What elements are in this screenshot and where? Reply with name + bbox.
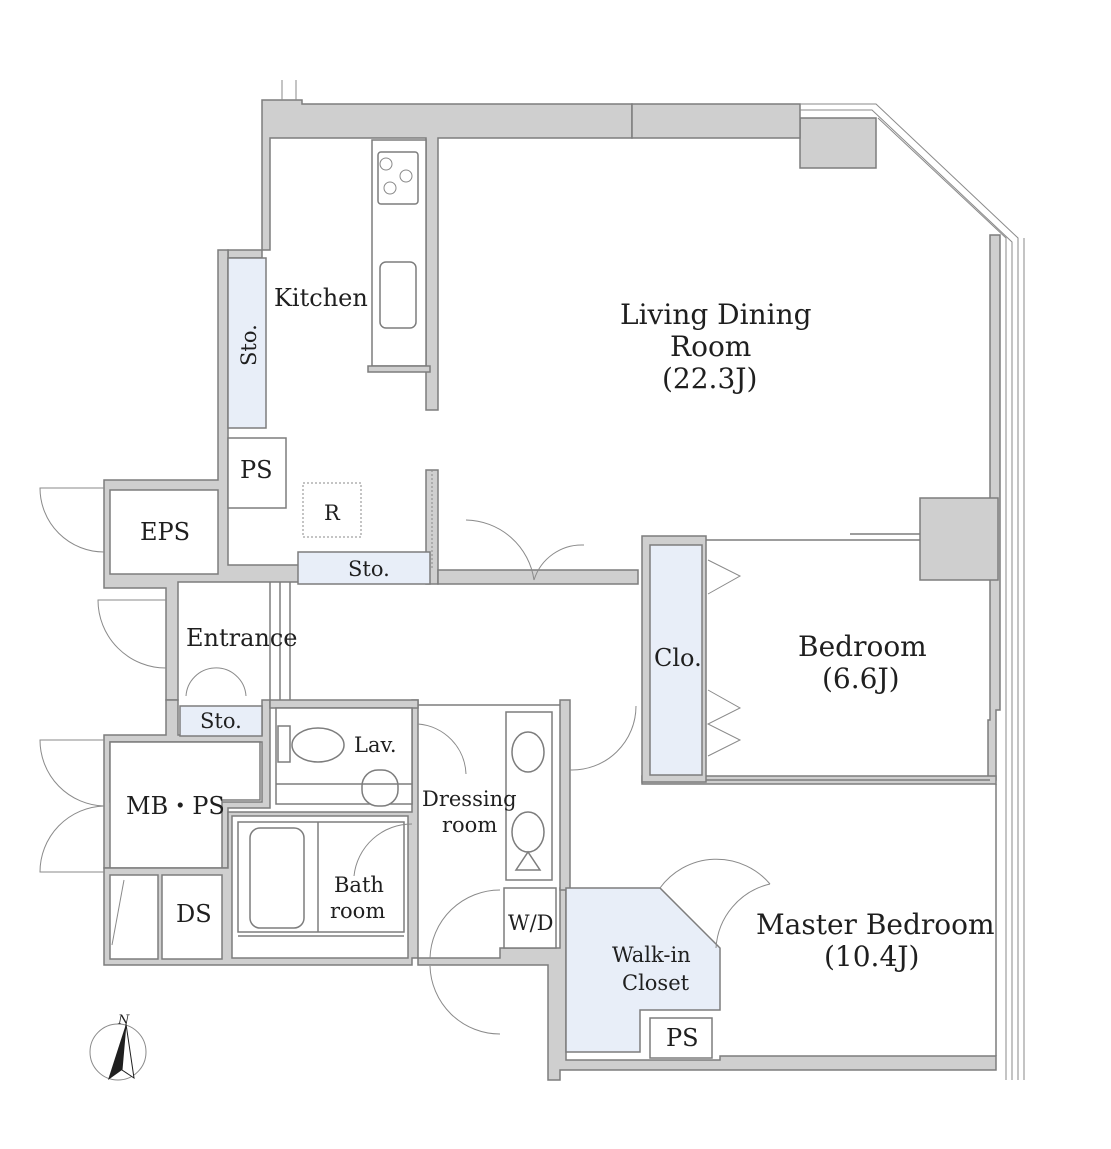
bath-label: Bath <box>334 873 384 897</box>
partitions <box>269 533 997 1056</box>
refrigerator-label: R <box>324 501 341 525</box>
master-bedroom-label: Master Bedroom <box>756 908 995 941</box>
room-labels: Kitchen Sto. PS EPS R Sto. Living Dining… <box>126 284 995 1052</box>
exterior-lines <box>281 80 1025 1080</box>
eps-label: EPS <box>140 518 190 546</box>
kitchen-storage-label: Sto. <box>237 324 261 366</box>
master-size-label: (10.4J) <box>824 940 919 973</box>
entrance-storage-label: Sto. <box>200 709 242 733</box>
storage-areas <box>179 257 721 1059</box>
fixtures <box>111 470 557 949</box>
living-room-label: Room <box>670 330 751 363</box>
closet-label: Clo. <box>654 644 702 672</box>
walk-in-label: Walk-in <box>612 943 691 967</box>
closet-walkin-label: Closet <box>622 971 690 995</box>
kitchen-label: Kitchen <box>274 284 368 312</box>
hall-storage-label: Sto. <box>348 557 390 581</box>
ps-bottom-label: PS <box>666 1024 699 1052</box>
entrance-label: Entrance <box>186 624 298 652</box>
bedroom-size-label: (6.6J) <box>822 662 900 695</box>
north-label: N <box>117 1013 130 1028</box>
ps-top-label: PS <box>240 456 273 484</box>
washer-dryer-label: W/D <box>508 911 554 935</box>
mb-ps-label: MB・PS <box>126 792 225 820</box>
bath-room-label: room <box>330 899 385 923</box>
compass: N <box>89 1013 147 1081</box>
compass-needle-icon <box>108 1024 126 1080</box>
living-size-label: (22.3J) <box>662 362 757 395</box>
living-dining-label: Living Dining <box>620 298 812 331</box>
kitchen-counter <box>367 139 431 373</box>
bedroom-label: Bedroom <box>798 630 927 663</box>
lavatory-label: Lav. <box>354 733 397 757</box>
doors <box>39 487 771 1035</box>
dressing-label: Dressing <box>422 787 517 811</box>
ds-label: DS <box>176 900 212 928</box>
dressing-room-label: room <box>442 813 497 837</box>
